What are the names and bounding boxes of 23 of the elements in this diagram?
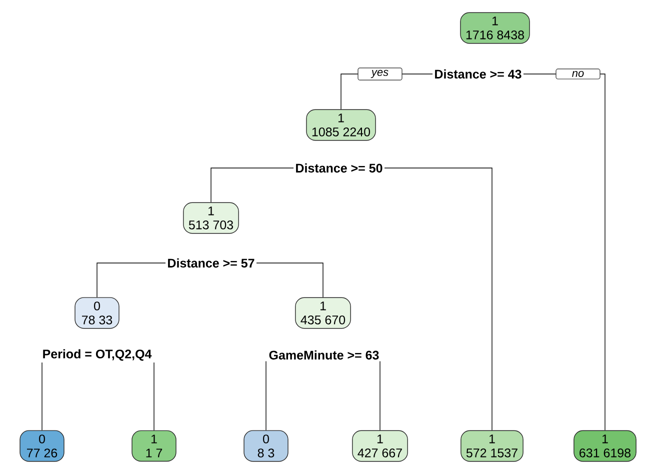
connector-line [384,168,492,431]
tree-node-box: 1 427 667 [352,430,408,462]
tree-node-box: 0 8 3 [244,430,288,462]
tree-node-box: 1 1 7 [132,430,176,462]
edge-label: no [556,68,600,80]
connector-line [523,74,606,431]
tree-node-box: 1 572 1537 [460,430,524,462]
tree-node-box: 1 513 703 [183,202,239,234]
split-label: Distance >= 50 [294,162,384,174]
tree-node-box: 1 1085 2240 [306,109,376,141]
split-label: Distance >= 43 [432,68,524,80]
split-label: GameMinute >= 63 [267,348,381,362]
connector-line [256,262,324,298]
connector-line [96,262,166,298]
tree-node-box: 0 78 33 [74,297,120,329]
tree-node-box: 1 1716 8438 [460,12,530,44]
split-label: Period = OT,Q2,Q4 [40,348,154,362]
split-label: Distance >= 57 [166,256,256,270]
edge-label: yes [358,68,402,80]
tree-node-box: 1 631 6198 [574,430,636,462]
connector-line [210,168,294,203]
tree-node-box: 1 435 670 [295,297,351,329]
tree-node-box: 0 77 26 [20,430,64,462]
